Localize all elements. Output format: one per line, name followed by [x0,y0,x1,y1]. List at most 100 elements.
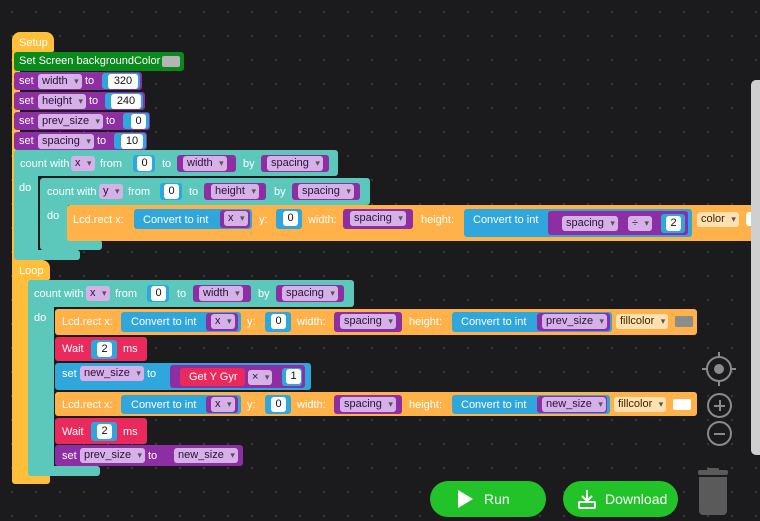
set-spacing-block[interactable]: set spacing to 10 [14,132,147,150]
from-value-input[interactable]: 0 [137,156,152,171]
prev-size-variable-dropdown[interactable]: prev_size [542,314,608,329]
download-button[interactable]: Download [563,481,678,517]
color-parameter-dropdown[interactable]: color [697,212,739,227]
to-width-variable-dropdown[interactable]: width [199,286,243,301]
wait-label: Wait [62,426,84,438]
to-width-variable-dropdown[interactable]: width [183,156,227,171]
divide-operator-dropdown[interactable]: ÷ [628,216,653,231]
prev-size-variable-dropdown[interactable]: prev_size [38,114,104,129]
count-with-keyword: count with [34,288,84,300]
run-button-label: Run [484,491,510,507]
fillcolor-parameter-dropdown[interactable]: fillcolor [614,397,667,412]
by-spacing-variable-dropdown[interactable]: spacing [267,156,323,171]
from-value-input[interactable]: 0 [164,184,179,199]
prev-size-value-input[interactable]: 0 [131,113,146,129]
lcd-rect-label: Lcd.rect x: [73,214,124,226]
x-variable-dropdown[interactable]: x [211,314,235,329]
set-prev-size-block[interactable]: set prev_size to 0 [14,112,150,130]
fillcolor-swatch[interactable] [675,316,693,327]
x-variable-dropdown[interactable]: x [211,397,235,412]
set-keyword: set [19,75,34,87]
wait-value-input[interactable]: 2 [97,342,112,357]
to-height-variable-dropdown[interactable]: height [211,184,259,199]
y-label: y: [259,214,268,226]
setup-hat[interactable] [12,32,54,52]
set-keyword: set [62,450,77,462]
set-keyword: set [19,95,34,107]
set-height-block[interactable]: set height to 240 [14,92,145,110]
zoom-in-icon[interactable] [707,393,732,418]
to-keyword: to [189,186,199,198]
multiply-operator-dropdown[interactable]: × [248,370,273,385]
fillcolor-parameter-dropdown[interactable]: fillcolor [616,314,669,329]
get-y-gyr-block[interactable] [180,368,245,386]
y-value-input[interactable]: 0 [283,211,298,226]
fillcolor-swatch[interactable] [673,399,691,410]
background-color-swatch[interactable] [162,56,180,67]
wait-value-input[interactable]: 2 [97,424,112,439]
new-size-variable-dropdown[interactable]: new_size [174,448,238,463]
by-spacing-variable-dropdown[interactable]: spacing [282,286,338,301]
get-y-gyr-label: Get Y Gyr [189,371,238,383]
by-keyword: by [243,158,255,170]
convert-to-int-label: Convert to int [131,399,197,411]
to-keyword: to [148,450,158,462]
set-keyword: set [62,368,77,380]
width-variable-dropdown[interactable]: width [38,74,82,89]
loop-variable-x-dropdown[interactable]: x [86,286,110,301]
height-variable-dropdown[interactable]: height [38,94,86,109]
run-button[interactable]: Run [430,481,546,517]
height-value-input[interactable]: 240 [111,93,141,109]
set-width-block[interactable]: set width to 320 [14,72,142,90]
to-keyword: to [85,75,95,87]
spacing-variable-dropdown[interactable]: spacing [340,397,396,412]
ms-label: ms [123,426,138,438]
spacing-variable-dropdown[interactable]: spacing [350,211,406,226]
y-value-input[interactable]: 0 [271,397,286,412]
spacing-value-input[interactable]: 10 [121,133,143,149]
vertical-scrollbar[interactable] [751,80,760,455]
prev-size-variable-dropdown[interactable]: prev_size [80,448,146,463]
to-keyword: to [177,288,187,300]
wait-label: Wait [62,343,84,355]
height-label: height: [409,316,443,328]
center-view-icon[interactable] [702,352,736,386]
convert-to-int-label: Convert to int [143,214,209,226]
multiplier-value-input[interactable]: 1 [286,369,301,384]
to-keyword: to [89,95,99,107]
set-screen-background-block[interactable]: Set Screen backgroundColor [14,52,184,71]
ms-label: ms [123,343,138,355]
zoom-out-icon[interactable] [707,421,732,446]
to-keyword: to [97,135,107,147]
x-variable-dropdown[interactable]: x [224,211,248,226]
new-size-variable-dropdown[interactable]: new_size [80,366,144,381]
do-keyword: do [47,210,60,222]
y-label: y: [247,399,256,411]
loop-variable-y-dropdown[interactable]: y [99,184,123,199]
loop-variable-x-dropdown[interactable]: x [71,156,95,171]
new-size-variable-dropdown[interactable]: new_size [542,397,606,412]
width-label: width: [308,214,337,226]
convert-to-int-label: Convert to int [473,214,539,226]
spacing-variable-dropdown[interactable]: spacing [340,314,396,329]
convert-to-int-label: Convert to int [131,316,197,328]
by-keyword: by [274,186,286,198]
set-keyword: set [19,135,34,147]
trash-can-icon[interactable] [696,468,730,518]
y-value-input[interactable]: 0 [271,314,286,329]
lcd-rect-label: Lcd.rect x: [62,316,113,328]
spacing-variable-dropdown[interactable]: spacing [38,134,94,149]
loop-hat[interactable] [12,260,50,280]
by-spacing-variable-dropdown[interactable]: spacing [298,184,354,199]
from-value-input[interactable]: 0 [151,286,166,301]
width-value-input[interactable]: 320 [108,73,138,89]
spacing-variable-dropdown[interactable]: spacing [562,216,618,231]
convert-to-int-label: Convert to int [461,316,527,328]
height-label: height: [409,399,443,411]
play-icon [458,490,473,508]
set-keyword: set [19,115,34,127]
divisor-value-input[interactable]: 2 [666,216,681,231]
to-keyword: to [147,368,157,380]
to-keyword: to [106,115,116,127]
from-keyword: from [128,186,150,198]
